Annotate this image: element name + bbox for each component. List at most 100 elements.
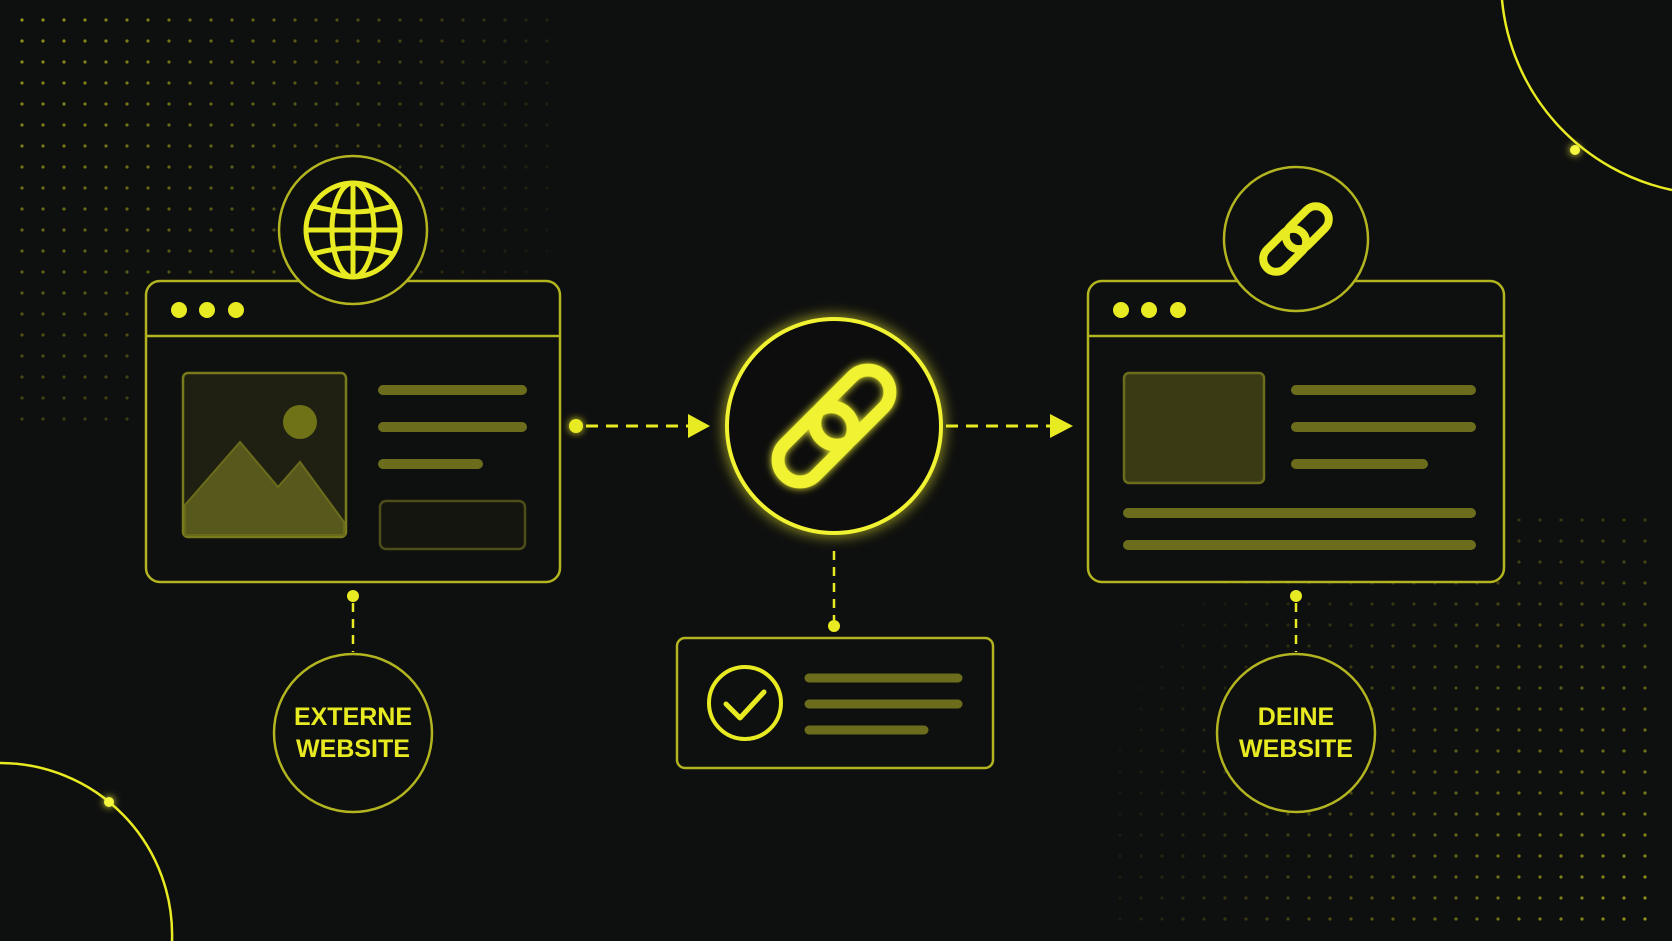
- background-dot: [1517, 812, 1521, 816]
- background-dot: [398, 81, 402, 85]
- background-dot: [62, 354, 66, 358]
- background-dot: [1622, 791, 1626, 795]
- background-dot: [1370, 917, 1374, 921]
- background-dot: [1412, 707, 1416, 711]
- background-dot: [1496, 749, 1500, 753]
- button-placeholder: [378, 499, 527, 551]
- background-dot: [1496, 854, 1500, 858]
- background-dot: [1517, 686, 1521, 690]
- background-dot: [20, 18, 24, 22]
- background-dot: [1349, 812, 1353, 816]
- background-dot: [1118, 875, 1122, 879]
- background-dot: [1580, 917, 1584, 921]
- background-dot: [1559, 896, 1563, 900]
- background-dot: [1643, 875, 1647, 879]
- background-dot: [335, 39, 339, 43]
- background-dot: [1370, 644, 1374, 648]
- background-dot: [1181, 812, 1185, 816]
- background-dot: [377, 102, 381, 106]
- background-dot: [251, 186, 255, 190]
- background-dot: [1286, 833, 1290, 837]
- background-dot: [545, 60, 549, 64]
- background-dot: [230, 270, 234, 274]
- background-dot: [1496, 623, 1500, 627]
- background-dot: [1643, 644, 1647, 648]
- background-dot: [419, 144, 423, 148]
- link-badge: [1222, 165, 1370, 313]
- background-dot: [1643, 854, 1647, 858]
- background-dot: [1433, 812, 1437, 816]
- background-dot: [1307, 833, 1311, 837]
- checkmark-icon: [707, 665, 783, 741]
- background-dot: [1181, 896, 1185, 900]
- background-dot: [440, 102, 444, 106]
- background-dot: [503, 207, 507, 211]
- background-dot: [1328, 896, 1332, 900]
- background-dot: [167, 123, 171, 127]
- background-dot: [356, 39, 360, 43]
- background-dot: [1475, 917, 1479, 921]
- background-dot: [62, 144, 66, 148]
- background-dot: [1433, 686, 1437, 690]
- background-dot: [1223, 686, 1227, 690]
- background-dot: [1622, 644, 1626, 648]
- background-dot: [1349, 917, 1353, 921]
- background-dot: [41, 312, 45, 316]
- background-dot: [1601, 686, 1605, 690]
- background-dot: [1370, 854, 1374, 858]
- background-dot: [1391, 623, 1395, 627]
- background-dot: [1622, 833, 1626, 837]
- background-dot: [503, 39, 507, 43]
- background-dot: [272, 60, 276, 64]
- background-dot: [482, 60, 486, 64]
- background-dot: [83, 144, 87, 148]
- background-dot: [1412, 644, 1416, 648]
- background-dot: [1181, 728, 1185, 732]
- background-dot: [146, 60, 150, 64]
- background-dot: [1370, 875, 1374, 879]
- background-dot: [1391, 686, 1395, 690]
- background-dot: [167, 81, 171, 85]
- background-dot: [524, 102, 528, 106]
- globe-badge: [277, 154, 429, 306]
- background-dot: [1433, 770, 1437, 774]
- background-dot: [1538, 896, 1542, 900]
- background-dot: [1244, 896, 1248, 900]
- background-dot: [335, 18, 339, 22]
- background-dot: [146, 186, 150, 190]
- background-dot: [1643, 686, 1647, 690]
- background-dot: [1286, 875, 1290, 879]
- background-dot: [545, 144, 549, 148]
- background-dot: [41, 39, 45, 43]
- background-dot: [1433, 791, 1437, 795]
- background-dot: [1559, 791, 1563, 795]
- background-dot: [1622, 623, 1626, 627]
- background-dot: [125, 186, 129, 190]
- background-dot: [20, 186, 24, 190]
- background-dot: [1517, 707, 1521, 711]
- background-dot: [146, 165, 150, 169]
- background-dot: [1433, 644, 1437, 648]
- external-website-window: [144, 279, 562, 584]
- background-dot: [1370, 623, 1374, 627]
- background-dot: [1580, 602, 1584, 606]
- background-dot: [20, 354, 24, 358]
- background-dot: [335, 144, 339, 148]
- background-dot: [1412, 812, 1416, 816]
- background-dot: [1244, 623, 1248, 627]
- background-dot: [293, 102, 297, 106]
- background-dot: [1181, 917, 1185, 921]
- background-dot: [1160, 707, 1164, 711]
- background-dot: [1160, 896, 1164, 900]
- background-dot: [1559, 749, 1563, 753]
- background-dot: [1265, 812, 1269, 816]
- background-dot: [1433, 707, 1437, 711]
- background-dot: [503, 102, 507, 106]
- background-dot: [20, 396, 24, 400]
- background-dot: [1580, 518, 1584, 522]
- background-dot: [1412, 896, 1416, 900]
- background-dot: [1223, 791, 1227, 795]
- background-dot: [41, 333, 45, 337]
- background-dot: [1307, 602, 1311, 606]
- background-dot: [272, 270, 276, 274]
